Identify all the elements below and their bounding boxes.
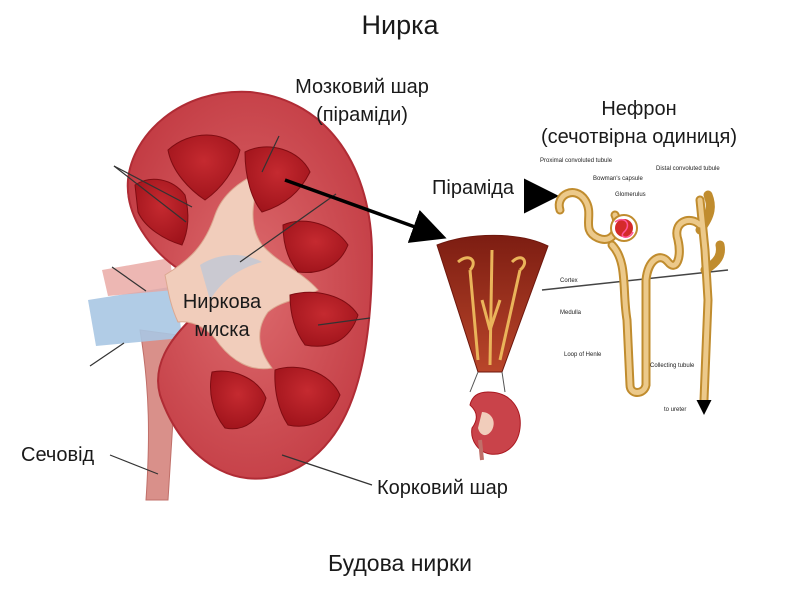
- kidney-pyramids: [134, 134, 359, 430]
- label-pelvis: Ниркова миска: [160, 290, 284, 342]
- label-nephron: Нефрон (сечотвірна одиниця): [505, 97, 773, 149]
- pyramid-wedge: [436, 234, 549, 393]
- label-pelvis-line1: Ниркова: [182, 291, 262, 313]
- label-medulla: Мозковий шар (піраміди): [262, 75, 462, 127]
- nephron-label-to-ureter: to ureter: [664, 407, 686, 413]
- nephron-drawing: [541, 188, 729, 415]
- label-ureter: Сечовід: [21, 444, 95, 466]
- label-medulla-line1: Мозковий шар: [295, 76, 429, 98]
- small-kidney: [469, 391, 521, 461]
- label-nephron-line1: Нефрон: [601, 98, 677, 120]
- label-nephron-line2: (сечотвірна одиниця): [541, 126, 737, 148]
- nephron-label-medulla: Medulla: [560, 310, 582, 316]
- nephron-label-proximal: Proximal convoluted tubule: [540, 158, 613, 164]
- nephron-label-glomerulus: Glomerulus: [615, 192, 646, 198]
- label-cortex: Корковий шар: [377, 477, 508, 499]
- diagram-title: Нирка: [361, 10, 439, 40]
- nephron-label-bowmans: Bowman's capsule: [593, 176, 644, 182]
- diagram-caption: Будова нирки: [328, 550, 472, 576]
- renal-vein: [88, 286, 182, 346]
- kidney-pointer-lines: [89, 135, 373, 486]
- renal-artery: [102, 258, 174, 296]
- arrow-to-pyramid: [284, 178, 447, 243]
- label-medulla-line2: (піраміди): [316, 104, 408, 126]
- nephron-label-collecting: Collecting tubule: [650, 363, 695, 369]
- label-pyramid: Піраміда: [432, 177, 515, 199]
- nephron-label-distal: Distal convoluted tubule: [656, 166, 720, 172]
- nephron-small-labels: Proximal convoluted tubule Bowman's caps…: [540, 158, 720, 413]
- nephron-label-cortex: Cortex: [560, 278, 578, 284]
- label-pelvis-line2: миска: [194, 319, 250, 341]
- nephron-label-loop: Loop of Henle: [564, 352, 602, 358]
- arrow-to-nephron: [523, 178, 559, 214]
